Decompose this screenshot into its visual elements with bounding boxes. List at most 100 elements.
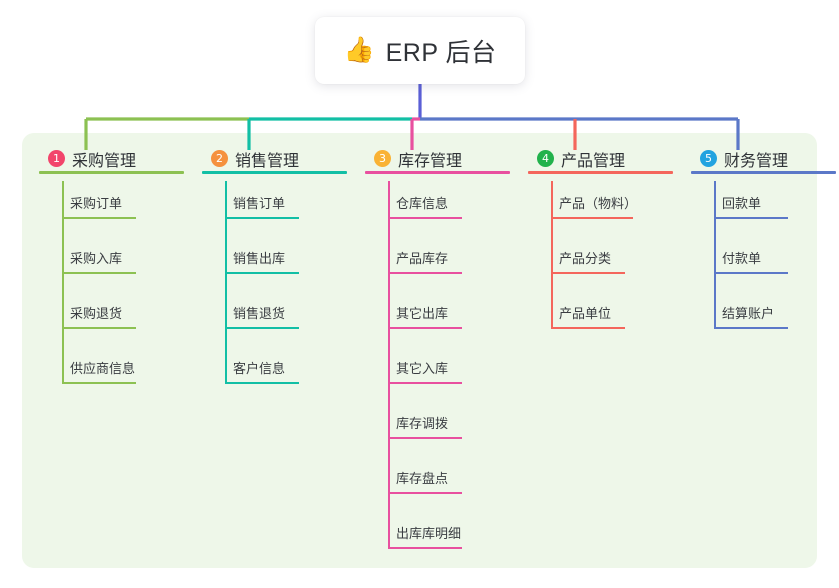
submenu-item-underline (388, 437, 462, 439)
submenu-item-label: 采购退货 (70, 306, 123, 321)
submenu-item[interactable]: 采购入库 (62, 236, 199, 291)
submenu-item-underline (388, 382, 462, 384)
thumbs-up-icon: 👍 (343, 36, 375, 64)
submenu-item-label: 付款单 (722, 251, 762, 266)
category-underline (528, 171, 673, 174)
submenu-item-label: 产品库存 (396, 251, 449, 266)
category-columns: 1 采购管理采购订单采购入库采购退货供应商信息 2 销售管理销售订单销售出库销售退货客… (22, 133, 836, 568)
submenu-item[interactable]: 付款单 (714, 236, 839, 291)
column-spine (551, 181, 553, 328)
submenu-item-label: 其它出库 (396, 306, 449, 321)
submenu-item[interactable]: 出库库明细 (388, 511, 525, 566)
submenu-item[interactable]: 结算账户 (714, 291, 839, 346)
category-label: 销售管理 (235, 152, 300, 170)
submenu-item-underline (388, 547, 462, 549)
category-label: 库存管理 (398, 152, 463, 170)
submenu-item-underline (225, 217, 299, 219)
submenu-item-underline (62, 217, 136, 219)
submenu-item-underline (62, 382, 136, 384)
submenu-item-underline (225, 327, 299, 329)
root-node[interactable]: 👍 ERP 后台 (315, 17, 525, 84)
submenu-item-underline (62, 327, 136, 329)
category-header-3[interactable]: 3 库存管理 (362, 133, 525, 175)
submenu-item[interactable]: 销售退货 (225, 291, 362, 346)
submenu-item-label: 产品分类 (559, 251, 612, 266)
category-column-4: 4 产品管理产品（物料） 产品分类产品单位 (525, 133, 688, 346)
submenu-list: 产品（物料） 产品分类产品单位 (525, 181, 688, 346)
submenu-item[interactable]: 采购订单 (62, 181, 199, 236)
submenu-item-underline (225, 272, 299, 274)
submenu-item[interactable]: 库存调拨 (388, 401, 525, 456)
submenu-item[interactable]: 供应商信息 (62, 346, 199, 401)
column-spine (714, 181, 716, 328)
submenu-item-underline (388, 272, 462, 274)
column-spine (388, 181, 390, 548)
submenu-item[interactable]: 库存盘点 (388, 456, 525, 511)
submenu-item[interactable]: 其它入库 (388, 346, 525, 401)
submenu-item-underline (714, 272, 788, 274)
category-label: 采购管理 (72, 152, 137, 170)
submenu-item-underline (62, 272, 136, 274)
submenu-item-label: 销售订单 (233, 196, 286, 211)
root-title: ERP 后台 (385, 38, 497, 67)
submenu-item-underline (714, 327, 788, 329)
submenu-item-underline (551, 217, 633, 219)
submenu-item[interactable]: 产品分类 (551, 236, 688, 291)
submenu-item-label: 仓库信息 (396, 196, 449, 211)
submenu-item-label: 产品（物料） (559, 196, 638, 211)
category-column-3: 3 库存管理仓库信息产品库存其它出库其它入库库存调拨库存盘点出库库明细 (362, 133, 525, 566)
submenu-item[interactable]: 客户信息 (225, 346, 362, 401)
category-number-badge: 4 (537, 150, 554, 167)
submenu-item-label: 产品单位 (559, 306, 612, 321)
submenu-item[interactable]: 销售订单 (225, 181, 362, 236)
submenu-item-underline (551, 327, 625, 329)
column-spine (225, 181, 227, 383)
submenu-item-underline (714, 217, 788, 219)
category-number-badge: 2 (211, 150, 228, 167)
submenu-item-label: 客户信息 (233, 361, 286, 376)
submenu-item-label: 供应商信息 (70, 361, 136, 376)
submenu-item-label: 采购订单 (70, 196, 123, 211)
submenu-item[interactable]: 销售出库 (225, 236, 362, 291)
submenu-item-label: 库存调拨 (396, 416, 449, 431)
category-label: 产品管理 (561, 152, 626, 170)
submenu-item-underline (388, 217, 462, 219)
column-spine (62, 181, 64, 383)
category-underline (691, 171, 836, 174)
submenu-item[interactable]: 采购退货 (62, 291, 199, 346)
category-underline (365, 171, 510, 174)
category-column-2: 2 销售管理销售订单销售出库销售退货客户信息 (199, 133, 362, 401)
submenu-item-label: 库存盘点 (396, 471, 449, 486)
category-header-2[interactable]: 2 销售管理 (199, 133, 362, 175)
submenu-item-underline (388, 327, 462, 329)
category-header-4[interactable]: 4 产品管理 (525, 133, 688, 175)
submenu-item-label: 其它入库 (396, 361, 449, 376)
submenu-item[interactable]: 其它出库 (388, 291, 525, 346)
submenu-item[interactable]: 产品库存 (388, 236, 525, 291)
submenu-item-label: 回款单 (722, 196, 762, 211)
submenu-item[interactable]: 产品（物料） (551, 181, 688, 236)
submenu-item-label: 出库库明细 (396, 526, 462, 541)
submenu-item[interactable]: 产品单位 (551, 291, 688, 346)
submenu-item-underline (225, 382, 299, 384)
category-underline (39, 171, 184, 174)
submenu-list: 仓库信息产品库存其它出库其它入库库存调拨库存盘点出库库明细 (362, 181, 525, 566)
submenu-item-underline (388, 492, 462, 494)
category-number-badge: 3 (374, 150, 391, 167)
categories-card (22, 133, 817, 568)
submenu-item-label: 销售出库 (233, 251, 286, 266)
submenu-item-label: 结算账户 (722, 306, 775, 321)
submenu-item[interactable]: 仓库信息 (388, 181, 525, 236)
submenu-item-label: 销售退货 (233, 306, 286, 321)
category-number-badge: 1 (48, 150, 65, 167)
submenu-list: 采购订单采购入库采购退货供应商信息 (36, 181, 199, 401)
submenu-item[interactable]: 回款单 (714, 181, 839, 236)
category-column-1: 1 采购管理采购订单采购入库采购退货供应商信息 (36, 133, 199, 401)
submenu-item-label: 采购入库 (70, 251, 123, 266)
category-label: 财务管理 (724, 152, 789, 170)
submenu-list: 销售订单销售出库销售退货客户信息 (199, 181, 362, 401)
category-header-1[interactable]: 1 采购管理 (36, 133, 199, 175)
category-underline (202, 171, 347, 174)
